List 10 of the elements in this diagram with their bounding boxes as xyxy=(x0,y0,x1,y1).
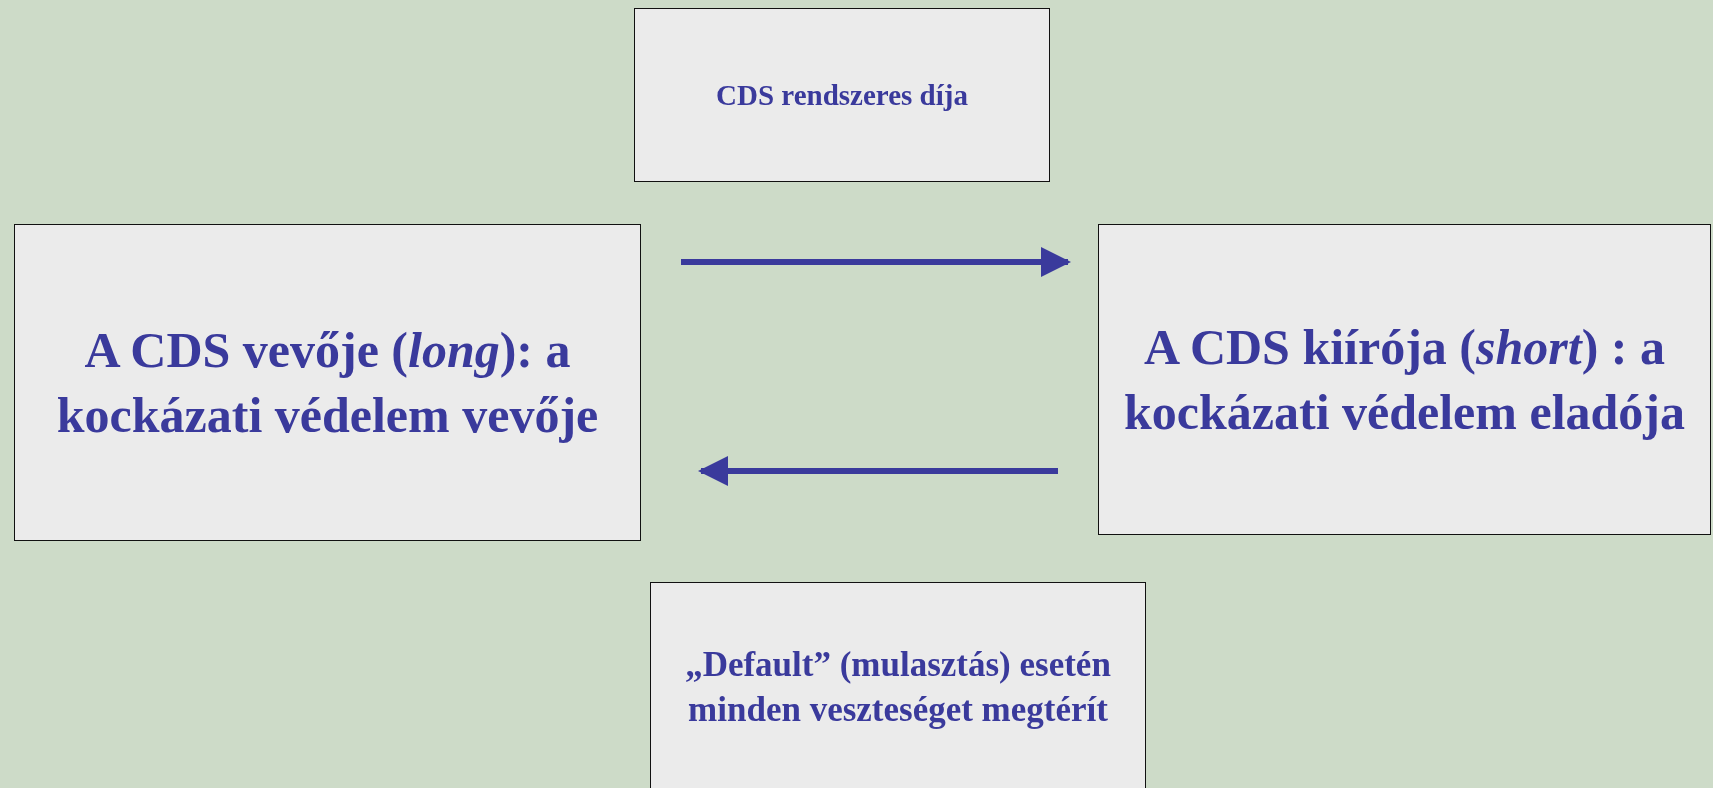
box-text: A CDS vevője (long): a kockázati védelem vevője xyxy=(55,320,600,445)
text-box xyxy=(634,8,1050,182)
box-text: „Default” (mulasztás) esetén minden veszteséget megtérít xyxy=(684,643,1112,731)
arrow xyxy=(681,247,1071,277)
text-box xyxy=(14,224,641,541)
text-box xyxy=(1098,224,1711,535)
box-text: CDS rendszeres díja xyxy=(716,77,968,113)
box-text: A CDS kiírója (short) : a kockázati védelem eladója xyxy=(1123,317,1686,442)
text-box xyxy=(650,582,1146,788)
arrow xyxy=(698,456,1058,486)
